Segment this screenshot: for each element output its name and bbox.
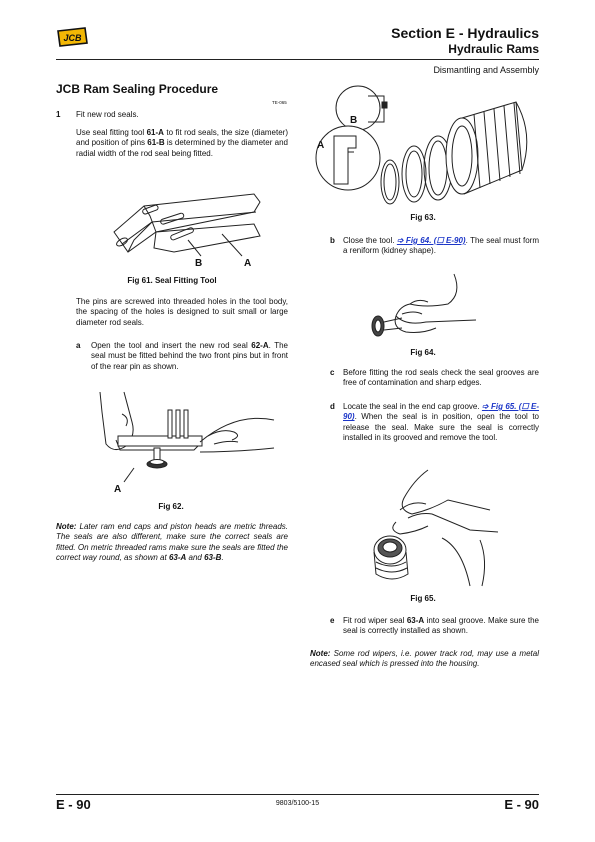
fig63-caption: Fig 63. bbox=[410, 213, 436, 222]
pins-ref: 61-B bbox=[147, 138, 165, 148]
note-rod-wipers: Note: Some rod wipers, i.e. power track … bbox=[310, 649, 539, 669]
fig64-illustration bbox=[371, 273, 477, 337]
step-a-text: Open the tool and insert the new rod sea… bbox=[91, 341, 288, 371]
fig65-caption: Fig 65. bbox=[410, 594, 436, 603]
page-number-right: E - 90 bbox=[504, 797, 539, 812]
fig64-caption: Fig 64. bbox=[410, 348, 436, 357]
page-number-left: E - 90 bbox=[56, 797, 91, 812]
step-e-text: Fit rod wiper seal 63-A into seal groove… bbox=[343, 616, 539, 636]
reference-code: TE-065 bbox=[272, 100, 287, 105]
note-metric-threads: Note: Later ram end caps and piston head… bbox=[56, 522, 288, 563]
step-e-letter: e bbox=[330, 616, 335, 625]
page-icon: ☐ bbox=[521, 402, 529, 411]
step-e-ref: 63-A bbox=[406, 616, 425, 625]
step-a-ref: 62-A bbox=[251, 341, 269, 350]
step-a-letter: a bbox=[76, 341, 81, 350]
fig61-label-b: B bbox=[195, 258, 203, 269]
fig65-illustration bbox=[373, 469, 499, 587]
step-title: Fit new rod seals. bbox=[76, 110, 139, 119]
step-number: 1 bbox=[56, 110, 61, 119]
page-icon: ☐ bbox=[436, 236, 444, 245]
topic-label: Dismantling and Assembly bbox=[433, 65, 539, 75]
step-c-letter: c bbox=[330, 368, 335, 377]
document-number: 9803/5100-15 bbox=[275, 800, 320, 807]
step-d-letter: d bbox=[330, 402, 335, 411]
step-b-text: Close the tool. ➩ Fig 64. (☐ E-90). The … bbox=[343, 236, 540, 256]
fig62-caption: Fig 62. bbox=[158, 502, 184, 511]
step-1-paragraph: Use seal fitting tool 61-A to fit rod se… bbox=[76, 128, 289, 158]
page-heading: JCB Ram Sealing Procedure bbox=[56, 82, 219, 96]
fig61-caption: Fig 61. Seal Fitting Tool bbox=[127, 276, 217, 285]
fig61-illustration bbox=[113, 193, 261, 257]
pins-paragraph: The pins are screwed into threaded holes… bbox=[76, 297, 288, 327]
step-c-text: Before fitting the rod seals check the s… bbox=[343, 368, 539, 388]
fig62-illustration bbox=[99, 391, 275, 483]
fig63-illustration bbox=[315, 85, 528, 205]
logo-text: JCB bbox=[63, 33, 82, 43]
section-title: Section E - Hydraulics bbox=[391, 25, 539, 41]
jcb-logo: JCB bbox=[57, 27, 88, 47]
step-b-letter: b bbox=[330, 236, 335, 245]
header-rule bbox=[56, 59, 539, 60]
tool-ref: 61-A bbox=[146, 128, 164, 137]
fig63-label-a: A bbox=[317, 140, 325, 151]
fig63-label-b: B bbox=[350, 115, 358, 126]
fig65-link[interactable]: ➩ Fig 65. (☐ E-90) bbox=[343, 402, 539, 422]
fig61-label-a: A bbox=[244, 258, 252, 269]
fig62-label-a: A bbox=[114, 484, 122, 495]
footer-rule bbox=[56, 794, 539, 795]
step-d-text: Locate the seal in the end cap groove. ➩… bbox=[343, 402, 539, 443]
fig64-link[interactable]: ➩ Fig 64. (☐ E-90) bbox=[396, 236, 466, 245]
section-subtitle: Hydraulic Rams bbox=[448, 42, 539, 56]
